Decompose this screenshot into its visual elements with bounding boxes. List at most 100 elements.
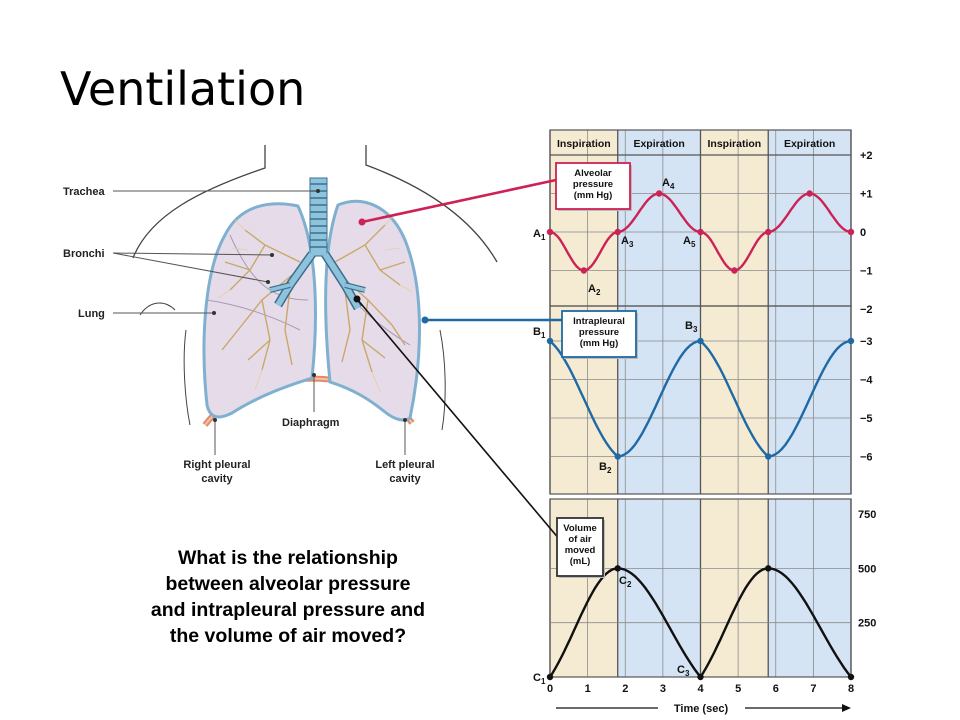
intrapleural-connector-dot [421,316,429,324]
volume-curve-point [546,673,554,681]
time-tick-label: 8 [848,683,854,695]
time-tick-label: 2 [622,683,628,695]
intrapleural-point-label: B1 [533,326,546,340]
intrapleural-tick-label: −4 [860,375,873,387]
alveolar-pressure-box-text: (mm Hg) [574,190,613,201]
question-line: What is the relationship [178,547,398,569]
volume-curve-point [847,673,855,681]
phase-header-label: Expiration [784,138,835,150]
alveolar-pressure-curve-point [580,267,588,274]
intrapleural-pressure-curve-point [614,453,621,460]
alveolar-point-label: A1 [533,228,546,242]
alveolar-pressure-box [555,162,631,210]
alveolar-pressure-curve-point [806,190,813,197]
volume-point-label: C3 [677,664,690,678]
time-tick-label: 4 [697,683,704,695]
alveolar-connector [361,178,557,224]
intrapleural-tick-label: −3 [860,336,873,348]
volume-connector-dot [353,295,361,303]
lung-illustration: Trachea Bronchi Lung Diaphragm Right ple… [63,145,498,485]
alveolar-tick-label: 0 [860,227,866,239]
right-pleural-label-2: cavity [201,473,233,485]
volume-curve-point [697,673,704,681]
alveolar-point-label: A4 [662,177,675,191]
alveolar-pressure-box-text: pressure [573,179,613,190]
alveolar-point-label: A2 [588,283,601,297]
phase-background [700,130,769,306]
alveolar-pressure-curve-point [546,228,554,236]
intrapleural-pressure-curve-point [847,337,855,345]
alveolar-pressure-curve-point [847,228,855,236]
panel-frame [549,305,852,495]
alveolar-pressure-box-text: Alveolar [574,168,612,179]
time-axis-arrow [842,704,851,712]
alveolar-pressure-curve-point [697,228,704,236]
graph-curves [546,190,855,681]
alveolar-tick-label: −1 [860,266,873,278]
time-tick-label: 5 [735,683,741,695]
graph-grid [549,129,852,712]
phase-background [617,130,701,306]
intrapleural-tick-label: −5 [860,413,873,425]
right-lung-shape [202,202,317,419]
alveolar-pressure-curve-point [731,267,738,274]
question-text: What is the relationship between alveola… [108,545,468,649]
phase-background [700,499,769,677]
intrapleural-point-label: B2 [599,461,612,475]
phase-background [550,130,618,306]
volume-curve-point [765,565,772,572]
volume-box-text: of air [568,534,592,545]
phase-background [617,499,701,677]
question-line: between alveolar pressure [165,573,411,595]
phase-header-label: Inspiration [708,138,762,150]
alveolar-pressure-curve-point [655,190,663,197]
graph-connector-lines [353,178,562,541]
intrapleural-tick-label: −6 [860,452,873,464]
intrapleural-pressure-box-text: pressure [579,327,619,338]
volume-box [556,517,604,577]
intrapleural-tick-label: −2 [860,304,873,316]
bronchi-label: Bronchi [63,248,105,260]
intrapleural-pressure-box-text: Intrapleural [573,316,625,327]
slide-title: Ventilation [60,62,306,116]
intrapleural-pressure-box [561,310,637,358]
intrapleural-pressure-curve-point [765,453,772,460]
alveolar-pressure-curve-point [614,228,621,236]
time-tick-label: 6 [773,683,779,695]
time-tick-label: 1 [585,683,591,695]
alveolar-connector-dot [358,218,366,226]
alveolar-tick-label: +2 [860,150,873,162]
time-tick-label: 0 [547,683,553,695]
alveolar-tick-label: +1 [860,189,873,201]
alveolar-point-label: A3 [621,235,634,249]
volume-box-text: (mL) [570,556,591,567]
right-pleural-label-1: Right pleural [183,459,250,471]
question-line: and intrapleural pressure and [150,599,426,621]
volume-box-text: moved [565,545,596,556]
alveolar-point-label: A5 [683,235,696,249]
volume-connector [356,298,561,541]
left-pleural-label-2: cavity [389,473,421,485]
volume-tick-label: 500 [858,563,876,575]
time-tick-label: 7 [810,683,816,695]
diaphragm-label: Diaphragm [282,417,340,429]
phase-background [768,499,851,677]
intrapleural-point-label: B3 [685,320,698,334]
phase-header-label: Inspiration [557,138,611,150]
intrapleural-pressure-curve-point [546,337,554,345]
trachea-label: Trachea [63,186,105,198]
volume-curve-point [614,565,621,572]
volume-point-label: C1 [533,672,546,686]
lung-label: Lung [78,308,105,320]
volume-tick-label: 250 [858,618,876,630]
question-line: the volume of air moved? [169,625,407,647]
intrapleural-pressure-curve-point [697,337,704,345]
left-pleural-label-1: Left pleural [375,459,434,471]
left-lung-shape [324,199,421,422]
alveolar-pressure-curve-point [765,228,772,236]
volume-box-text: Volume [563,523,597,534]
time-axis-label: Time (sec) [674,703,729,715]
time-tick-label: 3 [660,683,666,695]
